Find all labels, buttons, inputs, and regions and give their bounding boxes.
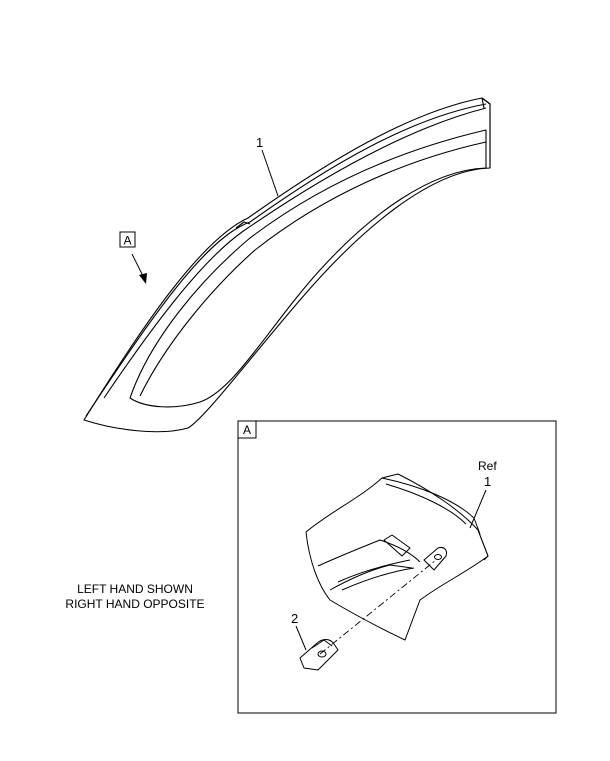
callout-ref: Ref bbox=[478, 459, 497, 473]
detail-a-label-box bbox=[237, 420, 257, 439]
callout-item-1: 1 bbox=[256, 135, 263, 150]
detail-a-view: A Ref 1 2 bbox=[237, 420, 557, 714]
view-a-arrow-head bbox=[139, 273, 147, 284]
callout-detail-item-2: 2 bbox=[291, 611, 298, 626]
assembly-centerline bbox=[319, 559, 437, 655]
fender-rear-face bbox=[481, 97, 491, 168]
fender-flange-edge bbox=[85, 103, 487, 417]
detail-top-edge-2 bbox=[385, 483, 467, 525]
orientation-note: LEFT HAND SHOWN RIGHT HAND OPPOSITE bbox=[40, 582, 230, 612]
fender-upper-bevel bbox=[103, 107, 487, 399]
detail-section-outline bbox=[305, 473, 489, 641]
note-line-2: RIGHT HAND OPPOSITE bbox=[65, 597, 205, 611]
leader-detail-item-2 bbox=[295, 625, 307, 651]
clip-flange bbox=[311, 639, 333, 649]
detail-a-label: A bbox=[243, 423, 251, 437]
detail-inner-fold bbox=[317, 539, 421, 567]
view-a-flag-box bbox=[119, 231, 136, 248]
detail-mount-tab bbox=[423, 547, 447, 571]
clip-body bbox=[299, 639, 339, 671]
note-line-1: LEFT HAND SHOWN bbox=[77, 582, 193, 596]
detail-lower-fold bbox=[329, 564, 413, 591]
detail-top-edge bbox=[381, 477, 481, 535]
detail-fender-section bbox=[305, 473, 489, 641]
detail-mount-hole bbox=[434, 554, 442, 560]
fender-inner-opening bbox=[129, 129, 487, 408]
fender-outer-outline bbox=[83, 97, 491, 433]
fender-top-bump bbox=[235, 221, 251, 229]
view-a-arrow-shaft bbox=[131, 253, 145, 279]
detail-clip-slot bbox=[383, 534, 411, 557]
detail-right-face bbox=[477, 529, 489, 561]
fender-part bbox=[83, 97, 491, 433]
clip-hole bbox=[317, 650, 327, 658]
view-a-flag-text: A bbox=[124, 234, 132, 248]
leader-item-1 bbox=[261, 149, 279, 197]
detail-a-frame bbox=[237, 420, 557, 714]
clip-part bbox=[299, 639, 339, 671]
callout-detail-item-1: 1 bbox=[484, 474, 491, 489]
leader-detail-item-1 bbox=[469, 489, 487, 529]
detail-channel bbox=[337, 559, 415, 591]
fender-inner-lip bbox=[139, 141, 487, 397]
